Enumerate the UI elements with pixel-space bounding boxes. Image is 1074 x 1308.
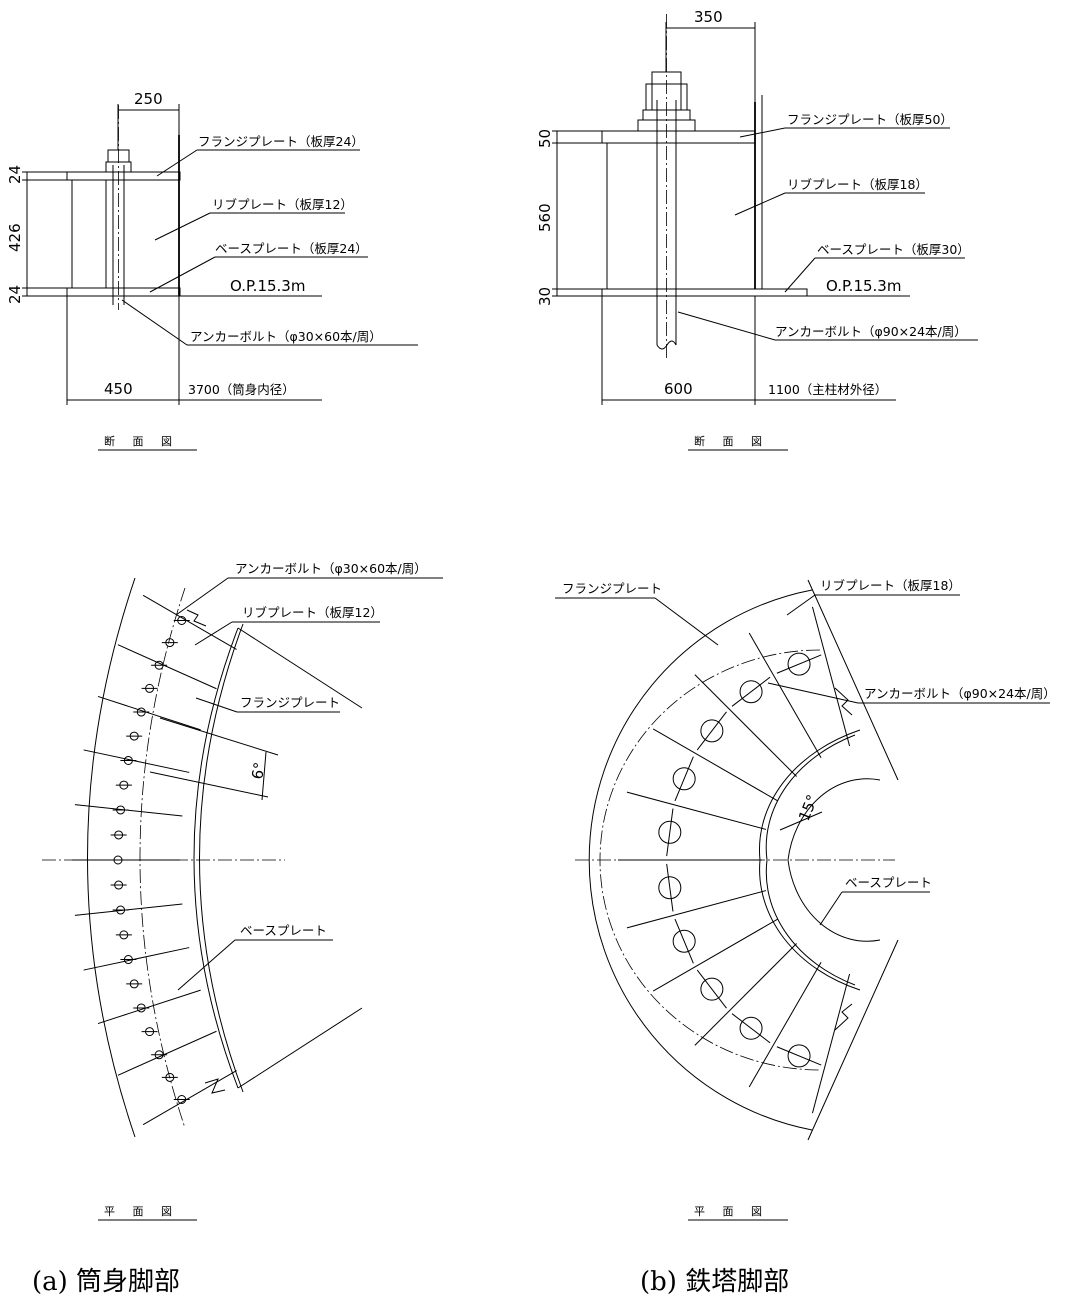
a-plan-label-rib-plate: リブプレート（板厚12）	[242, 605, 383, 620]
a-dim-bottom: 450	[104, 380, 133, 398]
b-anchor-bolt-tick	[696, 711, 727, 751]
b-label-rib-plate: リブプレート（板厚18）	[787, 177, 928, 192]
b-anchor-bolt	[672, 767, 696, 791]
b-rib-plate	[811, 973, 851, 1114]
a-diameter-note: 3700（筒身内径）	[188, 382, 295, 397]
a-dim-left-1: 24	[6, 165, 24, 184]
b-label-level: O.P.15.3m	[826, 277, 901, 295]
a-rib-plate	[117, 1030, 217, 1076]
caption-a: (a) 筒身脚部	[32, 1267, 180, 1297]
b-plan-ribs	[618, 606, 851, 1114]
a-rib-plate	[142, 594, 237, 650]
a-plan-label-anchor-bolt: アンカーボルト（φ30×60本/周）	[235, 561, 427, 576]
a-plan-label-flange-plate: フランジプレート	[240, 695, 340, 710]
b-plan-label-base-plate: ベースプレート	[845, 875, 932, 890]
a-plan-title: 平 面 図	[104, 1205, 179, 1218]
b-anchor-bolt-tick	[674, 756, 694, 802]
b-dim-left-1: 50	[536, 129, 554, 148]
b-anchor-bolt-tick	[776, 1046, 822, 1066]
a-dim-top: 250	[134, 90, 163, 108]
b-dim-bottom: 600	[664, 380, 693, 398]
a-label-anchor-bolt: アンカーボルト（φ30×60本/周）	[190, 329, 382, 344]
b-anchor-bolt-tick	[731, 676, 771, 707]
b-anchor-bolt	[700, 977, 724, 1001]
b-anchor-bolt	[739, 680, 763, 704]
b-flange-plate	[601, 130, 756, 144]
b-plan-label-anchor-bolt: アンカーボルト（φ90×24本/周）	[864, 686, 1056, 701]
b-anchor-bolt	[700, 719, 724, 743]
b-anchor-bolt-tick	[696, 969, 727, 1009]
a-plan-outer-arc	[87, 577, 136, 1138]
b-anchor-bolt	[739, 1016, 763, 1040]
a-label-level: O.P.15.3m	[230, 277, 305, 295]
a-section-title: 断 面 図	[104, 434, 179, 448]
b-rib-plate	[694, 674, 797, 777]
b-rib-plate	[652, 918, 779, 992]
a-label-base-plate: ベースプレート（板厚24）	[215, 241, 368, 256]
a-dim-left-2: 426	[6, 223, 24, 252]
a-plan-label-base-plate: ベースプレート	[240, 923, 327, 938]
b-rib-plate	[626, 890, 767, 929]
b-plan-angle: 15°	[795, 792, 822, 823]
b-dim-left-3: 30	[536, 287, 554, 306]
a-section-view: 250 24 426 24 450 3700（筒身内径） フランジプレート（板厚…	[6, 90, 418, 451]
b-dim-left-2: 560	[536, 203, 554, 232]
b-label-base-plate: ベースプレート（板厚30）	[817, 242, 970, 257]
a-plan-ribs	[72, 594, 237, 1126]
a-rib-plate	[83, 947, 190, 971]
a-plan-view: 6° アンカーボルト（φ30×60本/周） リブプレート（板厚12） フランジプ…	[42, 561, 443, 1221]
b-plan-label-rib-plate: リブプレート（板厚18）	[820, 578, 961, 593]
b-anchor-bolt	[658, 876, 682, 900]
b-base-plate	[601, 288, 808, 297]
a-rib-plate	[142, 1070, 237, 1126]
b-plan-title: 平 面 図	[694, 1205, 769, 1218]
b-anchor-bolt	[787, 652, 811, 676]
b-rib-plate	[748, 632, 822, 759]
a-plan-angle: 6°	[248, 761, 269, 781]
caption-b: (b) 鉄塔脚部	[640, 1267, 789, 1297]
a-plan-inner-arc	[193, 627, 239, 1089]
b-rib-plate	[626, 791, 767, 830]
b-label-flange-plate: フランジプレート（板厚50）	[787, 112, 953, 127]
b-plan-view: 15° フランジプレート リブプレート（板厚18） アンカーボルト（φ90×24…	[555, 578, 1056, 1221]
b-anchor-bolt	[672, 929, 696, 953]
b-label-anchor-bolt: アンカーボルト（φ90×24本/周）	[775, 324, 967, 339]
b-section-view: 350 50 560 30 600 1100（主柱材外径） フランジプレート（板…	[536, 8, 978, 451]
b-anchor-bolt-tick	[666, 808, 674, 857]
a-rib-plate	[74, 804, 183, 817]
b-section-title: 断 面 図	[694, 434, 769, 448]
a-rib-plate	[97, 695, 201, 731]
b-anchor-bolt	[658, 820, 682, 844]
b-plan-bolts	[658, 652, 822, 1068]
b-rib-plate	[652, 728, 779, 802]
b-rib-plate	[811, 606, 851, 747]
a-label-flange-plate: フランジプレート（板厚24）	[198, 134, 364, 149]
a-rib-plate	[117, 644, 217, 690]
b-anchor-bolt-tick	[666, 863, 674, 912]
b-anchor-bolt-tick	[731, 1013, 771, 1044]
b-rib-plate	[694, 943, 797, 1046]
b-diameter-note: 1100（主柱材外径）	[768, 382, 887, 397]
b-dim-top: 350	[694, 8, 723, 26]
b-plan-label-flange-plate: フランジプレート	[562, 581, 662, 596]
b-anchor-bolt-tick	[674, 918, 694, 964]
b-anchor-bolt	[787, 1044, 811, 1068]
a-dim-left-3: 24	[6, 285, 24, 304]
a-plan-bolts	[110, 616, 190, 1104]
a-rib-plate	[74, 903, 183, 916]
b-anchor-bolt-tick	[776, 654, 822, 674]
b-rib-plate	[748, 961, 822, 1088]
a-label-rib-plate: リブプレート（板厚12）	[212, 197, 353, 212]
a-rib-plate	[97, 989, 201, 1025]
a-rib-plate	[83, 749, 190, 773]
